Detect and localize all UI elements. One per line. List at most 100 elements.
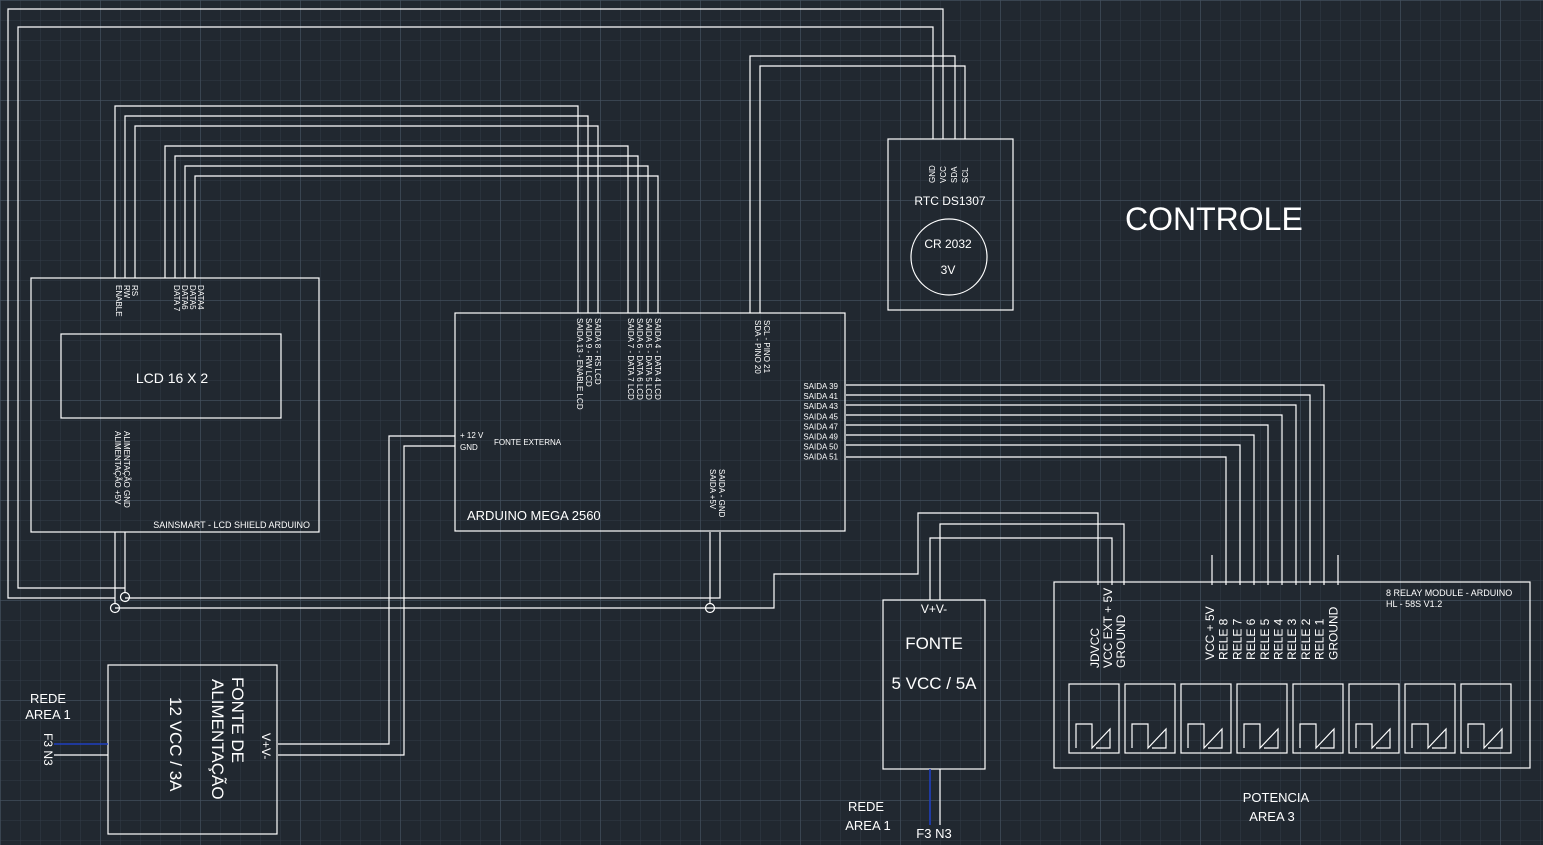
relay-block	[1180, 683, 1232, 754]
relay-block	[1292, 683, 1344, 754]
psu-5v-terminals: V+V-	[921, 602, 947, 616]
rtc-pin-label: VCC	[939, 166, 948, 183]
psu-5v-title: FONTE	[905, 634, 963, 653]
arduino-relay-output-label: SAIDA 39	[803, 382, 838, 391]
psu-12v-title-line: ALIMENTAÇÃO	[208, 679, 227, 800]
lcd-pin-label: RS	[130, 285, 139, 296]
relay-block	[1124, 683, 1176, 754]
wire-5v-supply	[929, 523, 1125, 600]
psu-12v-out-label: V+V-	[259, 733, 273, 759]
psu-5v-input-label: F3 N3	[916, 826, 951, 841]
arduino-mega: ARDUINO MEGA 2560 + 12 V GND FONTE EXTER…	[454, 312, 846, 532]
rtc-battery	[910, 218, 988, 296]
arduino-relay-output-label: SAIDA 49	[803, 433, 838, 442]
relay-right-pin-label: RELE 1	[1313, 618, 1327, 660]
lcd-pin-label: RW	[122, 285, 131, 299]
psu-5v-network-line1: REDE	[848, 799, 884, 814]
arduino-power-out-label: SAIDA - GND	[717, 469, 726, 518]
relay-blocks	[1068, 683, 1512, 754]
relay-module: 8 RELAY MODULE - ARDUINO HL - 58S V1.2 J…	[1053, 581, 1531, 769]
relay-right-pin-label: RELE 7	[1230, 618, 1244, 660]
arduino-power-out-label: SAIDA +5V	[708, 469, 717, 510]
diagram-title: CONTROLE	[1125, 201, 1303, 237]
lcd-pin-label: DATA6	[180, 285, 189, 310]
wire-lcd-bus	[114, 105, 659, 313]
relay-block	[1068, 683, 1120, 754]
ext-12v-pin: + 12 V	[460, 431, 484, 440]
relay-right-pin-label: RELE 8	[1217, 618, 1231, 660]
lcd-display	[60, 333, 282, 419]
relay-right-pin-label: RELE 2	[1299, 618, 1313, 660]
lcd-display-label: LCD 16 X 2	[136, 370, 209, 386]
arduino-lcd-data-label: SAIDA 6 - DATA 6 LCD	[635, 318, 644, 400]
lcd-power-pin-label: ALIMENTAÇÃO GND	[122, 431, 131, 508]
rtc-pin-label: GND	[928, 165, 937, 183]
arduino-lcd-control-label: SAIDA 13 - ENABLE LCD	[575, 318, 584, 410]
arduino-lcd-data-label: SAIDA 5 - DATA 5 LCD	[644, 318, 653, 400]
power-area-line2: AREA 3	[1249, 809, 1295, 824]
rtc-pin-label: SCL	[961, 167, 970, 183]
arduino-name: ARDUINO MEGA 2560	[467, 508, 601, 523]
relay-left-pin-label: JDVCC	[1088, 628, 1102, 668]
relay-right-pin-label: RELE 3	[1285, 618, 1299, 660]
lcd-pin-label: DATA4	[196, 285, 205, 310]
wire-lcd-power	[109, 532, 131, 614]
arduino-relay-output-label: SAIDA 41	[803, 392, 838, 401]
rtc-name: RTC DS1307	[914, 194, 985, 208]
ext-power-label: FONTE EXTERNA	[494, 438, 562, 447]
relay-block	[1460, 683, 1512, 754]
ext-gnd-pin: GND	[460, 443, 478, 452]
arduino-relay-output-label: SAIDA 51	[803, 453, 838, 462]
arduino-relay-output-label: SAIDA 45	[803, 412, 838, 421]
arduino-lcd-data-label: SAIDA 4 - DATA 4 LCD	[653, 318, 662, 400]
psu-12v-input-label: F3 N3	[41, 733, 55, 766]
psu-5v-network-line2: AREA 1	[845, 818, 891, 833]
relay-block	[1236, 683, 1288, 754]
arduino-i2c-label: SDA - PINO 20	[753, 320, 762, 374]
psu-5v-rating: 5 VCC / 5A	[891, 674, 977, 693]
rtc-pin-label: SDA	[950, 166, 959, 183]
arduino-lcd-control-label: SAIDA 8 - RS LCD	[593, 318, 602, 385]
relay-block	[1404, 683, 1456, 754]
lcd-pin-label: DATA5	[188, 285, 197, 310]
lcd-shield: LCD 16 X 2 SAINSMART - LCD SHIELD ARDUIN…	[30, 277, 320, 533]
arduino-relay-output-label: SAIDA 43	[803, 402, 838, 411]
wire-rtc-gnd-loop	[7, 8, 944, 599]
relay-right-pin-label: GROUND	[1326, 606, 1340, 660]
lcd-pin-label: DATA 7	[172, 285, 181, 312]
relay-right-pin-label: VCC + 5V	[1203, 606, 1217, 660]
wire-relay-bus	[846, 384, 1339, 585]
relay-left-pin-label: VCC EXT + 5V	[1101, 588, 1115, 668]
arduino-relay-output-label: SAIDA 47	[803, 422, 838, 431]
wire-arduino-5v-out	[115, 512, 1099, 614]
lcd-power-pin-label: ALIMENTAÇÃO +5V	[113, 431, 122, 505]
arduino-relay-output-label: SAIDA 50	[803, 443, 838, 452]
wire-i2c-bus	[749, 55, 966, 313]
relay-block	[1348, 683, 1400, 754]
psu-12v-title-line: 12 VCC / 3A	[166, 697, 185, 792]
lcd-pin-label: ENABLE	[114, 285, 123, 317]
psu-5v: V+V- FONTE 5 VCC / 5A REDE AREA 1 F3 N3	[845, 599, 986, 841]
lcd-footer: SAINSMART - LCD SHIELD ARDUINO	[153, 520, 310, 530]
arduino-i2c-label: SCL - PINO 21	[762, 320, 771, 374]
rtc-battery-voltage: 3V	[941, 263, 956, 277]
psu-12v-title-line: FONTE DE	[228, 677, 247, 763]
relay-right-pin-label: RELE 5	[1258, 618, 1272, 660]
relay-module-name-line2: HL - 58S V1.2	[1386, 599, 1442, 609]
arduino-lcd-data-label: SAIDA 7 - DATA 7 LCD	[626, 318, 635, 400]
